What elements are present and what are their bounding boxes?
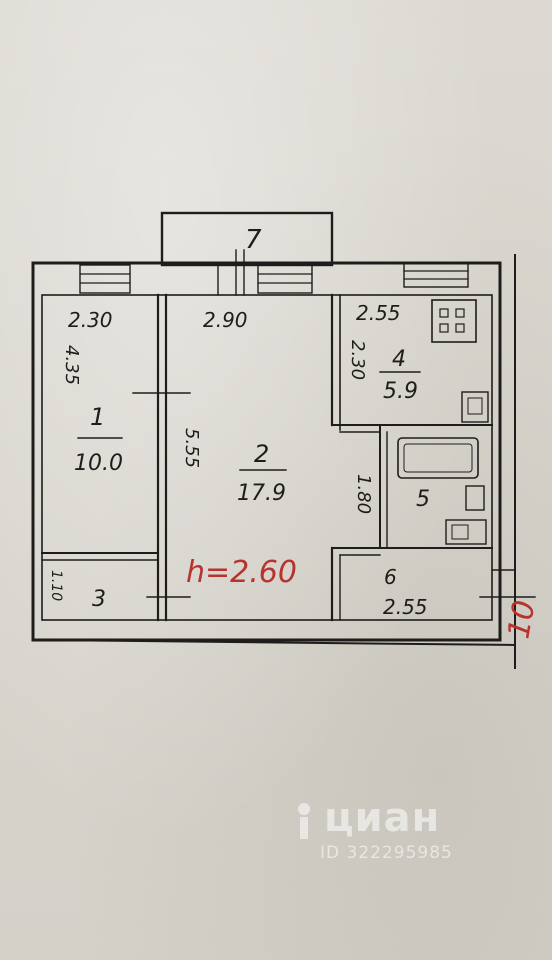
ceiling-height-note: h=2.60 [186, 555, 297, 590]
washbasin-icon [465, 485, 485, 511]
room-2-number: 2 [254, 440, 269, 468]
dim-room4-length: 2.30 [347, 340, 368, 380]
toilet-icon [445, 519, 487, 545]
windows [79, 249, 469, 296]
room-2-area: 17.9 [237, 481, 286, 506]
dim-room1-length: 4.35 [61, 345, 82, 385]
dim-room2-width: 2.90 [203, 308, 248, 332]
watermark: циан ID 322295985 [290, 795, 530, 875]
outer-walls [31, 254, 517, 669]
room-5-number: 5 [416, 487, 430, 512]
interior-walls [41, 293, 536, 622]
dim-room2-length: 5.55 [181, 428, 202, 468]
bathtub-icon [397, 437, 479, 479]
dim-room4-width: 2.55 [356, 301, 401, 325]
watermark-brand: циан [324, 795, 441, 841]
room-4-number: 4 [392, 347, 406, 372]
dim-corridor-length: 1.80 [353, 474, 374, 514]
dim-room1-width: 2.30 [68, 308, 113, 332]
room-3-number: 3 [92, 587, 106, 612]
dim-room6-width: 2.55 [383, 595, 428, 619]
room-1-area: 10.0 [74, 451, 123, 476]
room-1-number: 1 [90, 403, 105, 431]
map-pin-icon [298, 803, 310, 839]
room-4-area: 5.9 [383, 379, 418, 404]
edge-mark: 10 [501, 598, 542, 642]
dim-room3-length: 1.10 [48, 570, 64, 601]
stove-icon [431, 299, 477, 343]
watermark-listing-id: ID 322295985 [320, 843, 453, 863]
balcony-outline [160, 211, 334, 267]
room-7-number: 7 [245, 225, 262, 255]
sink-icon [461, 391, 489, 423]
room-6-number: 6 [384, 565, 397, 589]
